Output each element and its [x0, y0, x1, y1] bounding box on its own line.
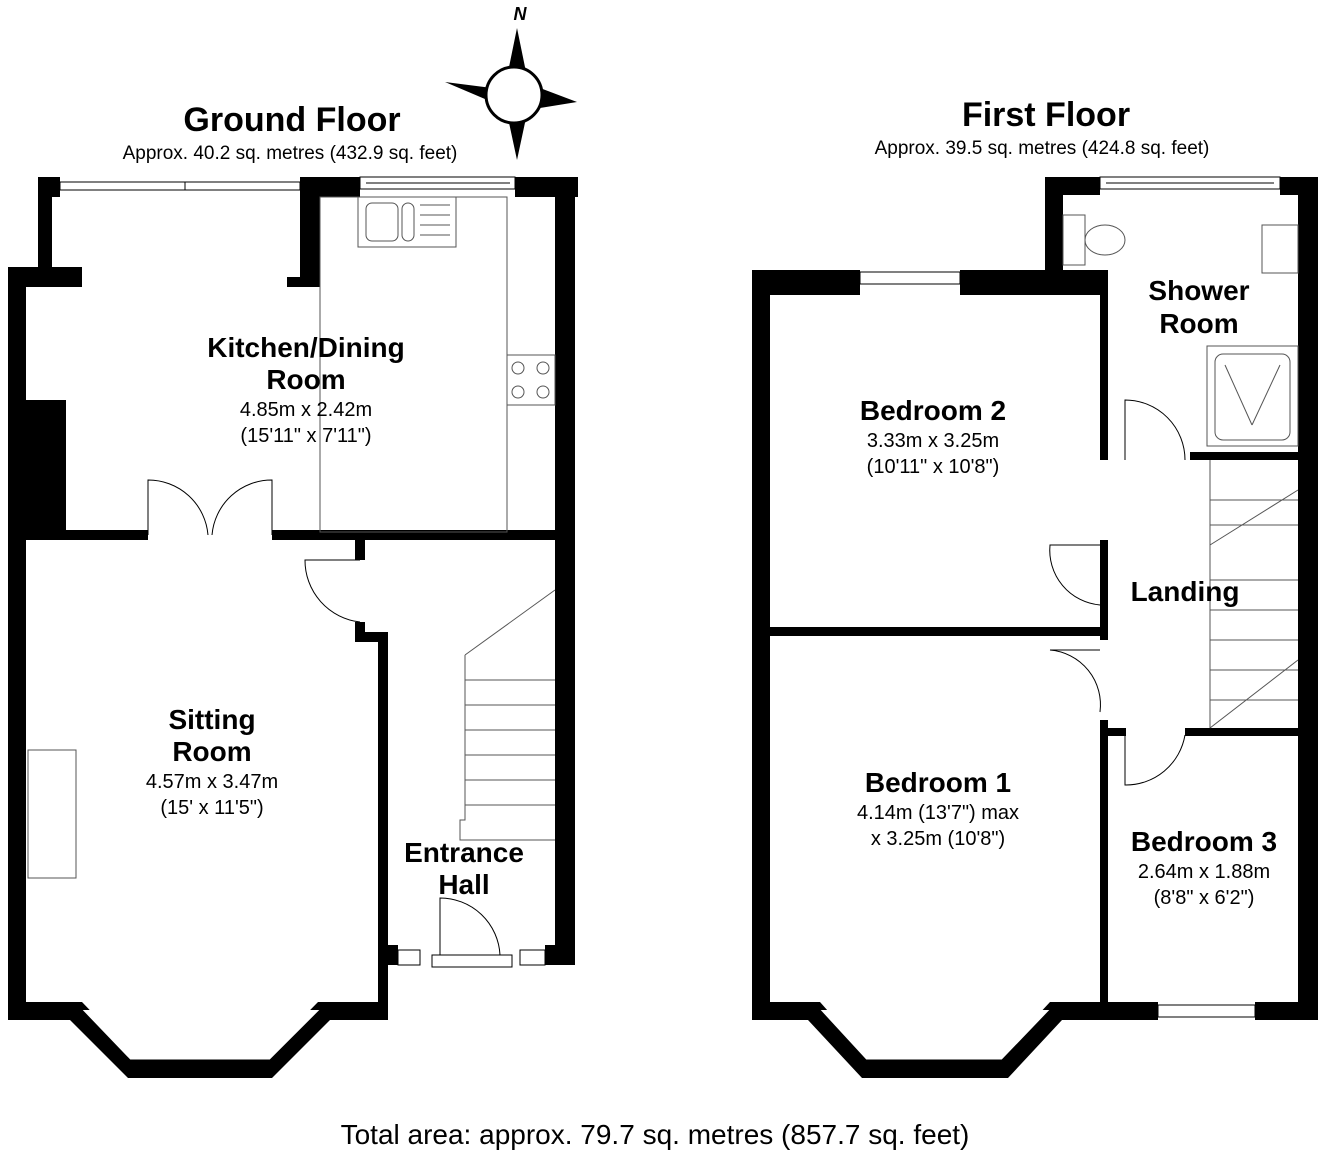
total-area: Total area: approx. 79.7 sq. metres (857…: [341, 1119, 970, 1150]
first-floor-area: Approx. 39.5 sq. metres (424.8 sq. feet): [875, 138, 1210, 159]
first-floor-fixtures: [859, 176, 1299, 1018]
room-kitchen-dining: Kitchen/Dining Room 4.85m x 2.42m (15'11…: [207, 332, 405, 447]
room-name: Hall: [438, 869, 489, 900]
ground-floor-area: Approx. 40.2 sq. metres (432.9 sq. feet): [123, 143, 458, 164]
room-dimensions-imperial: (10'11" x 10'8"): [867, 456, 1000, 478]
room-sitting: Sitting Room 4.57m x 3.47m (15' x 11'5"): [146, 704, 278, 819]
ground-floor-title: Ground Floor: [183, 101, 400, 139]
room-bedroom-3: Bedroom 3 2.64m x 1.88m (8'8" x 6'2"): [1131, 826, 1277, 909]
room-name: Room: [1159, 308, 1238, 339]
room-name: Room: [172, 736, 251, 767]
room-dimensions-imperial: (15' x 11'5"): [160, 797, 263, 819]
room-name: Landing: [1131, 576, 1240, 607]
room-name: Bedroom 3: [1131, 826, 1277, 857]
room-dimensions: 2.64m x 1.88m: [1138, 861, 1270, 883]
room-shower: Shower Room: [1148, 275, 1249, 339]
room-name: Shower: [1148, 275, 1249, 306]
room-name: Bedroom 1: [865, 767, 1011, 798]
first-floor-title: First Floor: [962, 96, 1130, 134]
ground-floor-fixtures: [27, 176, 556, 968]
room-name: Entrance: [404, 837, 524, 868]
room-entrance-hall: Entrance Hall: [404, 837, 524, 900]
first-floor-walls: [752, 177, 1318, 1078]
room-dimensions: 4.14m (13'7") max: [857, 802, 1019, 824]
room-dimensions-imperial: (8'8" x 6'2"): [1154, 887, 1255, 909]
room-name: Room: [266, 364, 345, 395]
room-name: Kitchen/Dining: [207, 332, 405, 363]
room-dimensions-imperial: x 3.25m (10'8"): [871, 828, 1005, 850]
room-dimensions: 3.33m x 3.25m: [867, 430, 999, 452]
room-dimensions-imperial: (15'11" x 7'11"): [240, 425, 371, 447]
room-bedroom-2: Bedroom 2 3.33m x 3.25m (10'11" x 10'8"): [860, 395, 1006, 478]
room-name: Sitting: [168, 704, 255, 735]
room-name: Bedroom 2: [860, 395, 1006, 426]
room-landing: Landing: [1131, 576, 1240, 607]
ground-floor-walls: [8, 177, 578, 1078]
compass-north-label: N: [514, 4, 528, 24]
room-dimensions: 4.85m x 2.42m: [240, 399, 372, 421]
room-dimensions: 4.57m x 3.47m: [146, 771, 278, 793]
compass-icon: N: [445, 4, 577, 160]
room-bedroom-1: Bedroom 1 4.14m (13'7") max x 3.25m (10'…: [857, 767, 1019, 850]
